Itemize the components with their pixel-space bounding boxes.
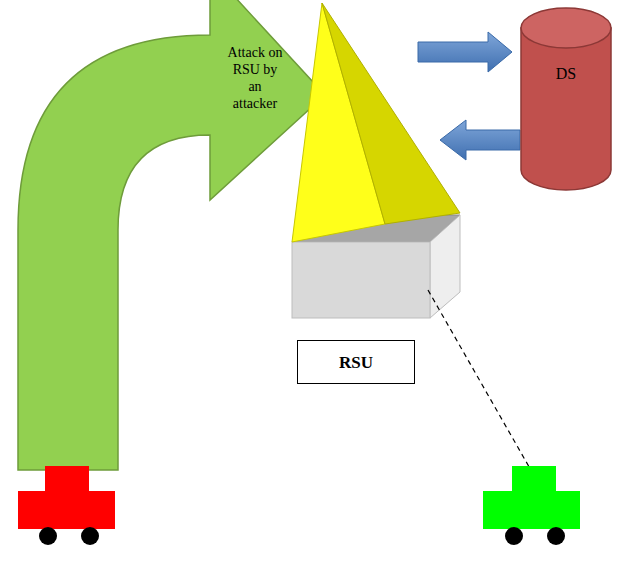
cylinder-body — [521, 28, 611, 190]
cylinder-outline — [519, 6, 613, 192]
rsu-box-side — [430, 215, 460, 318]
node-label: RSU — [339, 352, 373, 373]
rsu-label-box: RSU — [297, 340, 415, 384]
attacker-car — [18, 466, 115, 545]
attack-arrow-label: Attack on RSU by an attacker — [227, 44, 283, 112]
data-store-cylinder: DS — [519, 6, 613, 192]
attack-arrow — [18, 0, 325, 470]
vehicle-car — [483, 466, 580, 545]
rsu-box-front — [292, 242, 430, 318]
cylinder-top — [521, 8, 611, 48]
node-label: Attack on RSU by an attacker — [227, 44, 283, 112]
data-arrow — [440, 120, 520, 160]
data-arrow — [418, 32, 512, 72]
antenna-face — [322, 3, 460, 224]
node-label: DS — [556, 64, 576, 84]
wireless-link — [428, 290, 540, 486]
